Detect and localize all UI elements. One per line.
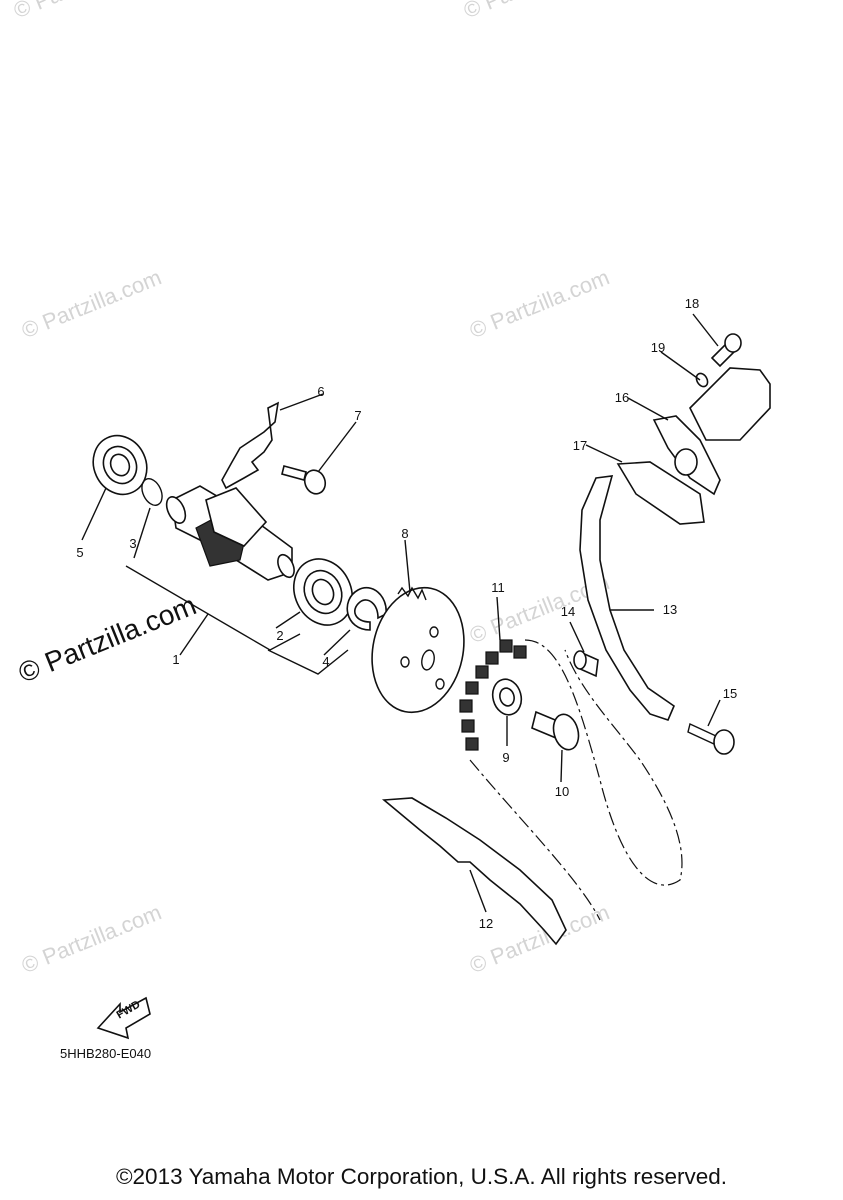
callout-6: 6 [317, 384, 325, 399]
part-5-bearing[interactable] [84, 427, 156, 503]
part-18-bolt[interactable] [710, 333, 742, 368]
part-9-washer[interactable] [489, 676, 525, 718]
callout-7: 7 [354, 408, 362, 423]
part-12-chain-guide[interactable] [381, 797, 567, 946]
callout-10: 10 [554, 784, 570, 799]
part-3-o-ring[interactable] [138, 476, 166, 509]
callout-19: 19 [650, 340, 666, 355]
callout-18: 18 [684, 296, 700, 311]
part-1-camshaft[interactable] [163, 485, 298, 581]
callout-12: 12 [478, 916, 494, 931]
callout-14: 14 [560, 604, 576, 619]
callout-13: 13 [662, 602, 678, 617]
part-10-bolt[interactable] [531, 710, 582, 753]
callout-3: 3 [129, 536, 137, 551]
part-8-sprocket[interactable] [361, 579, 475, 721]
callout-17: 17 [572, 438, 588, 453]
callout-16: 16 [614, 390, 630, 405]
callout-5: 5 [76, 545, 84, 560]
part-15-bolt[interactable] [687, 723, 735, 755]
part-7-bolt[interactable] [281, 465, 329, 497]
copyright-notice: ©2013 Yamaha Motor Corporation, U.S.A. A… [115, 1164, 728, 1189]
callout-4: 4 [322, 654, 330, 669]
part-11-cam-chain[interactable] [459, 639, 683, 921]
part-19-washer[interactable] [694, 371, 710, 388]
leader-lines [81, 313, 721, 913]
callout-15: 15 [722, 686, 738, 701]
callout-2: 2 [276, 628, 284, 643]
callout-11: 11 [491, 580, 505, 595]
callout-1: 1 [172, 652, 180, 667]
part-6-plate[interactable] [221, 401, 280, 490]
diagram-code: 5HHB280-E040 [60, 1046, 152, 1061]
part-4-circlip[interactable] [346, 587, 387, 631]
callout-8: 8 [401, 526, 409, 541]
part-17-gasket[interactable] [616, 461, 705, 525]
part-13-tensioner-guide[interactable] [579, 475, 675, 721]
fwd-arrow-icon [96, 996, 151, 1040]
part-2-bearing[interactable] [283, 549, 362, 634]
callout-9: 9 [502, 750, 510, 765]
part-14-collar[interactable] [573, 650, 599, 678]
part-16-tensioner-assembly[interactable] [652, 367, 771, 496]
